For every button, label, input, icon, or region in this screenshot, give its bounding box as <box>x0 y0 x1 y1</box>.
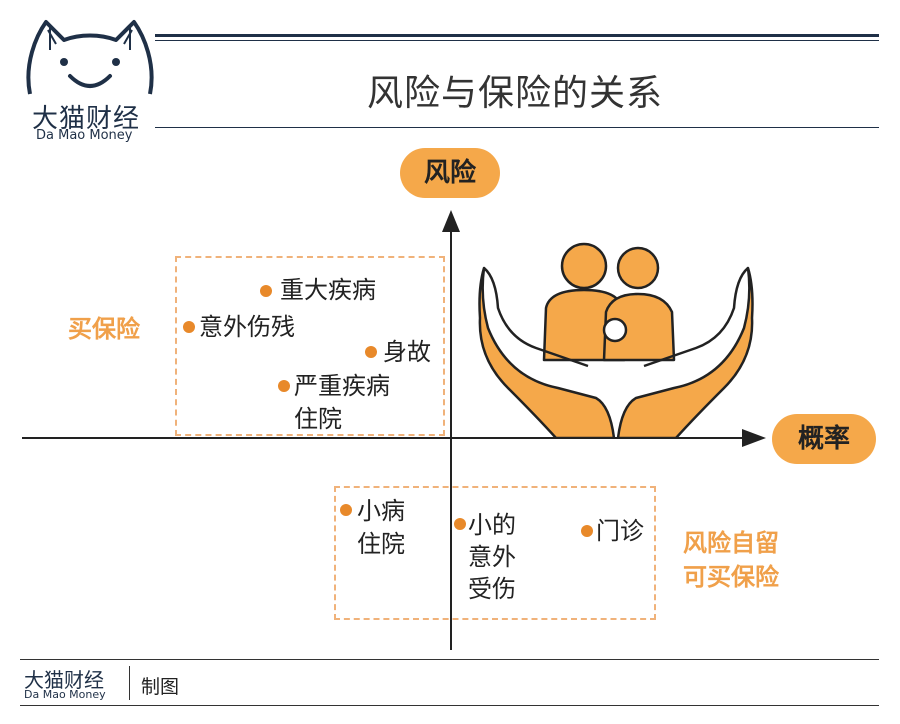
bullet-dot <box>260 285 272 297</box>
item-label: 重大疾病 <box>280 276 376 304</box>
cat-logo-icon <box>26 20 154 95</box>
zone-buy-insurance <box>175 256 445 436</box>
zone-self-retain-label-line-1: 风险自留 <box>683 529 779 557</box>
logo-text-en: Da Mao Money <box>36 128 133 143</box>
item-label-line-1: 小病 <box>357 497 405 525</box>
item-label-line-1: 小的 <box>468 511 516 539</box>
item-label: 意外伤残 <box>199 313 295 341</box>
footer-rule <box>20 659 879 660</box>
zone-buy-insurance-label: 买保险 <box>68 315 140 343</box>
item-label-line-3: 受伤 <box>468 575 516 603</box>
footer-credit: 制图 <box>141 676 180 698</box>
footer-logo-cn: 大猫财经 <box>24 668 104 692</box>
bullet-dot <box>581 525 593 537</box>
header-rule-top <box>155 34 879 37</box>
item-label-line-2: 意外 <box>468 543 516 571</box>
family-protection-icon <box>478 242 754 438</box>
page-title: 风险与保险的关系 <box>366 73 663 114</box>
footer-rule-bottom <box>20 705 879 706</box>
x-axis-arrow-icon <box>742 429 766 447</box>
y-axis-label: 风险 <box>400 148 500 198</box>
bullet-dot <box>183 321 195 333</box>
zone-self-retain-label-line-2: 可买保险 <box>683 563 779 591</box>
bullet-dot <box>340 504 352 516</box>
logo: 大猫财经 Da Mao Money <box>20 14 160 144</box>
item-label-line-2: 住院 <box>294 405 342 433</box>
zone-self-retain <box>334 486 656 620</box>
header-rule-top-thin <box>155 40 879 41</box>
header-rule-bottom <box>155 127 879 128</box>
bullet-dot <box>365 346 377 358</box>
footer-divider <box>129 666 130 700</box>
item-label-line-2: 住院 <box>357 530 405 558</box>
item-label: 门诊 <box>596 517 644 545</box>
x-axis-label: 概率 <box>772 414 876 464</box>
footer-logo-en: Da Mao Money <box>24 688 106 701</box>
item-label-line-1: 严重疾病 <box>294 372 390 400</box>
bullet-dot <box>278 380 290 392</box>
item-label: 身故 <box>383 338 431 366</box>
bullet-dot <box>454 518 466 530</box>
logo-text-cn: 大猫财经 <box>32 104 141 134</box>
y-axis-arrow-icon <box>442 210 460 232</box>
